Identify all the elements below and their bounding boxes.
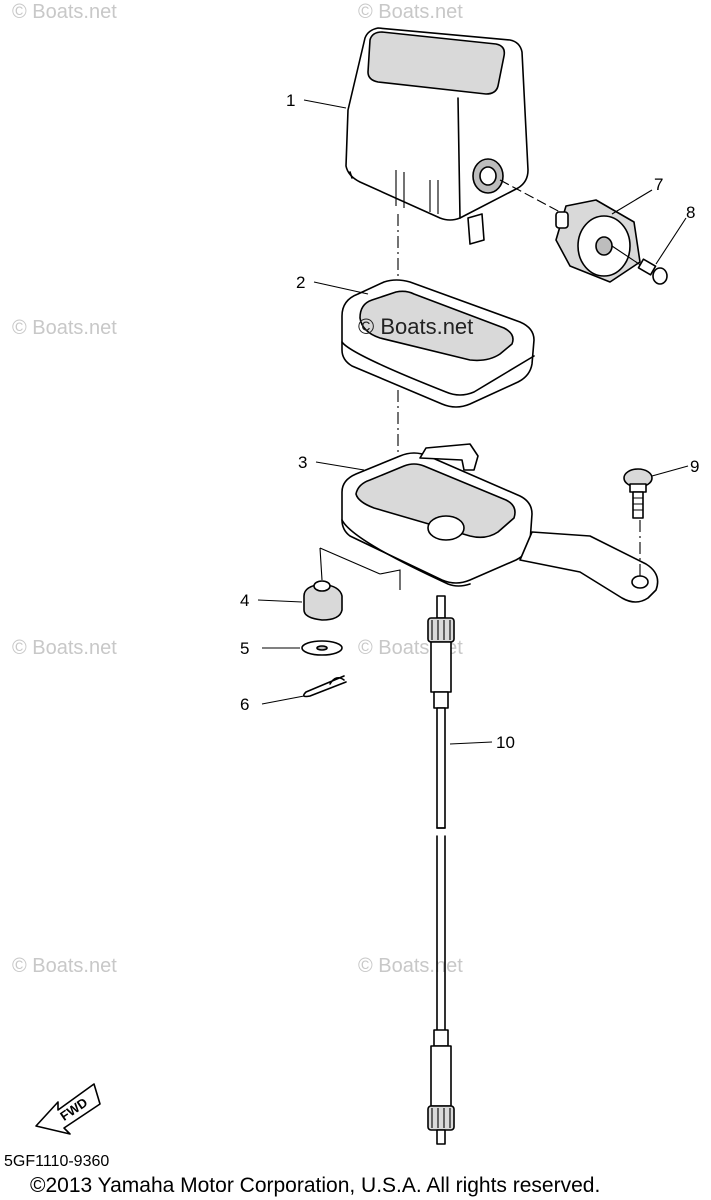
watermark: © Boats.net [358,955,463,977]
callout-4: 4 [240,591,249,610]
part-6-clip [302,675,347,698]
part-code: 5GF1110-9360 [4,1153,110,1170]
callout-7: 7 [654,175,663,194]
callout-9: 9 [690,457,699,476]
watermark: © Boats.net [12,955,117,977]
part-3-bracket [341,443,659,603]
callout-10: 10 [496,733,515,752]
watermarks: © Boats.net © Boats.net © Boats.net © Bo… [12,1,463,977]
part-9-bolt [623,468,653,519]
callout-8: 8 [686,203,695,222]
callout-numbers: 1 2 3 4 5 6 7 8 9 10 [240,91,699,752]
part-5-washer [301,640,343,656]
callout-1: 1 [286,91,295,110]
part-10-cable [427,595,455,1145]
part-4-grommet [303,580,343,621]
part-1-meter-housing [345,27,529,245]
part-8-screw [611,245,668,285]
callout-leaders [257,99,689,745]
watermark: © Boats.net [12,317,117,339]
part-2-bezel [341,279,535,408]
callout-3: 3 [298,453,307,472]
watermark: © Boats.net [12,1,117,23]
center-watermark: © Boats.net [358,314,473,339]
part-7-knob [555,199,641,283]
watermark: © Boats.net [358,1,463,23]
copyright-notice: ©2013 Yamaha Motor Corporation, U.S.A. A… [30,1174,601,1197]
callout-5: 5 [240,639,249,658]
fwd-arrow-icon: FWD [35,1083,101,1135]
callout-6: 6 [240,695,249,714]
watermark: © Boats.net [12,637,117,659]
callout-2: 2 [296,273,305,292]
